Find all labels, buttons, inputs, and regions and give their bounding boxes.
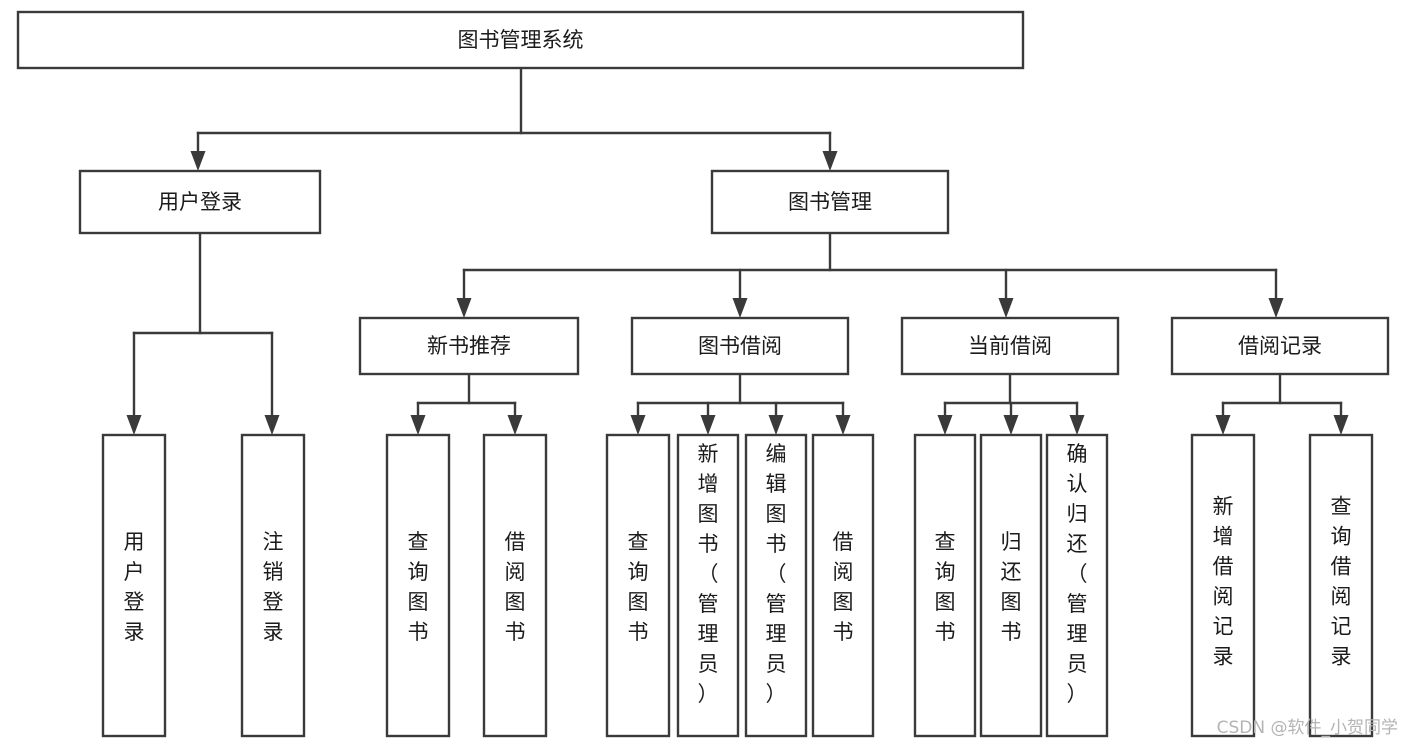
leaf-node-leaf-return-book[interactable]: 归还图书 xyxy=(979,433,1043,738)
leaf-node-label: 编辑图书（管理员） xyxy=(766,442,787,706)
node-box[interactable] xyxy=(913,433,977,738)
submodule-node-new-book-recommend[interactable]: 新书推荐 xyxy=(358,316,580,376)
connector-layer xyxy=(126,66,1349,435)
edge-arrow-icon xyxy=(1003,415,1019,435)
edge-arrow-icon xyxy=(630,415,646,435)
node-label: 当前借阅 xyxy=(968,334,1052,358)
node-box[interactable] xyxy=(240,433,306,738)
leaf-node-leaf-borrow-book-rec[interactable]: 借阅图书 xyxy=(482,433,548,738)
edge-arrow-icon xyxy=(507,415,523,435)
edge-arrow-icon xyxy=(1268,298,1284,318)
edge-group-borrow-record xyxy=(1215,372,1349,435)
node-box[interactable] xyxy=(605,433,671,738)
node-box[interactable] xyxy=(1190,433,1256,738)
edge-arrow-icon xyxy=(732,298,748,318)
leaf-node-leaf-confirm-return[interactable]: 确认归还（管理员） xyxy=(1045,433,1109,738)
edge-arrow-icon xyxy=(700,415,716,435)
leaf-node-label: 注销登录 xyxy=(263,530,284,644)
node-box[interactable] xyxy=(676,433,740,738)
node-box[interactable] xyxy=(358,316,580,376)
edge-arrow-icon xyxy=(835,415,851,435)
node-box[interactable] xyxy=(385,433,451,738)
leaf-node-leaf-add-book[interactable]: 新增图书（管理员） xyxy=(676,433,740,738)
node-box[interactable] xyxy=(1170,316,1390,376)
leaf-node-leaf-query-book-borrow[interactable]: 查询图书 xyxy=(605,433,671,738)
leaf-node-leaf-add-record[interactable]: 新增借阅记录 xyxy=(1190,433,1256,738)
edge-group-book-manage xyxy=(456,231,1284,318)
watermark-label: CSDN @软件_小贺同学 xyxy=(1217,718,1398,738)
leaf-node-leaf-query-book-rec[interactable]: 查询图书 xyxy=(385,433,451,738)
module-node-book-manage[interactable]: 图书管理 xyxy=(710,169,950,235)
leaf-node-label: 用户登录 xyxy=(124,530,145,644)
node-label: 图书管理系统 xyxy=(458,28,584,52)
node-box[interactable] xyxy=(78,169,322,235)
module-node-user-login[interactable]: 用户登录 xyxy=(78,169,322,235)
edge-arrow-icon xyxy=(1215,415,1231,435)
leaf-node-label: 新增借阅记录 xyxy=(1213,495,1234,669)
node-box[interactable] xyxy=(710,169,950,235)
root-node-root[interactable]: 图书管理系统 xyxy=(16,10,1025,70)
submodule-node-book-borrow[interactable]: 图书借阅 xyxy=(630,316,850,376)
node-label: 图书管理 xyxy=(788,190,872,214)
leaf-node-leaf-borrow-book[interactable]: 借阅图书 xyxy=(811,433,875,738)
edge-arrow-icon xyxy=(264,415,280,435)
node-box[interactable] xyxy=(744,433,808,738)
leaf-node-leaf-edit-book[interactable]: 编辑图书（管理员） xyxy=(744,433,808,738)
node-box[interactable] xyxy=(630,316,850,376)
node-box[interactable] xyxy=(811,433,875,738)
edge-arrow-icon xyxy=(768,415,784,435)
leaf-node-leaf-query-book-cur[interactable]: 查询图书 xyxy=(913,433,977,738)
edge-group-new-book-recommend xyxy=(410,372,523,435)
edge-arrow-icon xyxy=(1069,415,1085,435)
edge-arrow-icon xyxy=(190,151,206,171)
edge-arrow-icon xyxy=(937,415,953,435)
node-label: 新书推荐 xyxy=(427,334,511,358)
node-box[interactable] xyxy=(101,433,167,738)
node-box[interactable] xyxy=(1045,433,1109,738)
edge-group-root xyxy=(190,66,838,171)
edge-group-user-login xyxy=(126,231,280,435)
leaf-node-label: 借阅图书 xyxy=(833,530,854,644)
leaf-node-leaf-query-record[interactable]: 查询借阅记录 xyxy=(1308,433,1374,738)
submodule-node-borrow-record[interactable]: 借阅记录 xyxy=(1170,316,1390,376)
leaf-node-label: 查询图书 xyxy=(628,530,649,644)
node-label: 用户登录 xyxy=(158,190,242,214)
leaf-node-leaf-logout[interactable]: 注销登录 xyxy=(240,433,306,738)
edge-arrow-icon xyxy=(822,151,838,171)
node-box[interactable] xyxy=(900,316,1120,376)
edge-arrow-icon xyxy=(456,298,472,318)
edge-group-current-borrow xyxy=(937,372,1085,435)
leaf-node-label: 借阅图书 xyxy=(505,530,526,644)
leaf-node-leaf-user-login[interactable]: 用户登录 xyxy=(101,433,167,738)
node-box[interactable] xyxy=(16,10,1025,70)
edge-arrow-icon xyxy=(998,298,1014,318)
edge-arrow-icon xyxy=(126,415,142,435)
node-box[interactable] xyxy=(1308,433,1374,738)
edge-arrow-icon xyxy=(410,415,426,435)
node-label: 图书借阅 xyxy=(698,334,782,358)
leaf-node-label: 归还图书 xyxy=(1001,530,1022,644)
edge-arrow-icon xyxy=(1333,415,1349,435)
edge-group-book-borrow xyxy=(630,372,851,435)
node-box[interactable] xyxy=(482,433,548,738)
leaf-node-label: 新增图书（管理员） xyxy=(698,442,719,706)
leaf-node-label: 查询借阅记录 xyxy=(1331,495,1352,669)
node-layer: 图书管理系统用户登录图书管理新书推荐图书借阅当前借阅借阅记录用户登录注销登录查询… xyxy=(16,10,1390,738)
submodule-node-current-borrow[interactable]: 当前借阅 xyxy=(900,316,1120,376)
leaf-node-label: 查询图书 xyxy=(408,530,429,644)
node-box[interactable] xyxy=(979,433,1043,738)
leaf-node-label: 确认归还（管理员） xyxy=(1067,442,1088,706)
leaf-node-label: 查询图书 xyxy=(935,530,956,644)
node-label: 借阅记录 xyxy=(1238,334,1322,358)
